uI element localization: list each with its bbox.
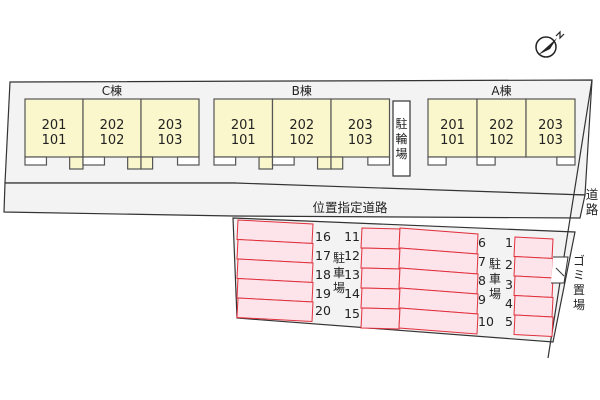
parking-number: 20 xyxy=(315,303,331,318)
parking-label-right-1: 駐 xyxy=(489,256,501,271)
unit-number-lower: 102 xyxy=(489,133,514,148)
unit-number-lower: 101 xyxy=(42,133,67,148)
unit-number-upper: 202 xyxy=(489,118,514,133)
road-label-2: 路 xyxy=(586,202,599,217)
north-compass-icon xyxy=(535,30,565,58)
unit-number-lower: 103 xyxy=(348,133,373,148)
building-name: A棟 xyxy=(491,83,511,98)
parking-number: 10 xyxy=(478,314,494,329)
bicycle-parking xyxy=(392,100,411,177)
parking-space-mid-left[interactable] xyxy=(360,287,401,310)
parking-number: 1 xyxy=(505,235,513,250)
parking-number: 8 xyxy=(478,273,486,288)
road-area xyxy=(3,182,586,219)
parking-number: 5 xyxy=(505,314,513,329)
parking-space-mid-left[interactable] xyxy=(360,227,401,250)
building-name: C棟 xyxy=(102,83,122,98)
parking-space-right[interactable] xyxy=(513,294,554,318)
unit-number-upper: 202 xyxy=(100,118,125,133)
parking-number: 18 xyxy=(315,267,331,282)
parking-space-right[interactable] xyxy=(513,275,554,299)
parking-number: 19 xyxy=(315,286,331,301)
unit-number-lower: 103 xyxy=(538,133,563,148)
parking-number: 3 xyxy=(505,277,513,292)
unit-number-lower: 101 xyxy=(440,133,465,148)
parking-label-right-2: 車 xyxy=(489,272,501,286)
unit-number-upper: 203 xyxy=(348,118,373,133)
parking-number: 2 xyxy=(505,257,513,272)
garbage-label-3: 置 xyxy=(573,283,585,297)
garbage-label-2: ミ xyxy=(573,268,585,282)
parking-number: 7 xyxy=(478,254,486,269)
parking-number: 14 xyxy=(344,286,360,301)
unit-number-upper: 201 xyxy=(231,118,256,133)
parking-space-mid-left[interactable] xyxy=(360,267,401,290)
parking-number: 12 xyxy=(344,248,360,263)
garbage-label-4: 場 xyxy=(573,298,585,312)
unit-number-lower: 101 xyxy=(231,133,256,148)
bicycle-parking-label-1: 駐 xyxy=(395,116,407,131)
bicycle-parking-label-2: 輪 xyxy=(395,131,407,146)
unit-number-lower: 102 xyxy=(100,133,125,148)
road-label-1: 道 xyxy=(586,187,599,202)
unit-number-upper: 201 xyxy=(42,118,67,133)
parking-label-right-3: 場 xyxy=(489,287,501,301)
parking-space-mid-right[interactable] xyxy=(398,307,479,335)
unit-number-upper: 201 xyxy=(440,118,465,133)
garbage-label-1: ゴ xyxy=(573,253,585,268)
unit-number-lower: 103 xyxy=(158,133,183,148)
bicycle-parking-label-3: 場 xyxy=(395,147,407,161)
parking-space-left[interactable] xyxy=(236,297,314,323)
parking-space-right[interactable] xyxy=(513,236,554,260)
parking-space-right[interactable] xyxy=(513,314,554,338)
parking-number: 13 xyxy=(344,267,360,282)
parking-space-mid-left[interactable] xyxy=(360,307,401,330)
unit-number-upper: 203 xyxy=(538,118,563,133)
parking-number: 15 xyxy=(344,306,360,321)
parking-number: 4 xyxy=(505,296,513,311)
parking-label-left-2: 車 xyxy=(333,266,345,280)
building-name: B棟 xyxy=(292,83,312,98)
parking-space-right[interactable] xyxy=(513,255,554,279)
parking-number: 6 xyxy=(478,235,486,250)
boundary-line xyxy=(547,79,593,359)
parking-number: 11 xyxy=(344,229,360,244)
parking-number: 16 xyxy=(315,229,331,244)
garbage-divider xyxy=(555,267,565,277)
unit-number-lower: 102 xyxy=(289,133,314,148)
parking-label-left-1: 駐 xyxy=(333,250,345,265)
parking-number: 9 xyxy=(478,292,486,307)
garbage-area xyxy=(551,256,569,284)
designated-road-label: 位置指定道路 xyxy=(312,200,388,215)
unit-number-upper: 203 xyxy=(158,118,183,133)
parking-number: 17 xyxy=(315,248,331,263)
unit-number-upper: 202 xyxy=(289,118,314,133)
parking-label-left-3: 場 xyxy=(333,281,345,295)
parking-space-mid-left[interactable] xyxy=(360,247,401,270)
